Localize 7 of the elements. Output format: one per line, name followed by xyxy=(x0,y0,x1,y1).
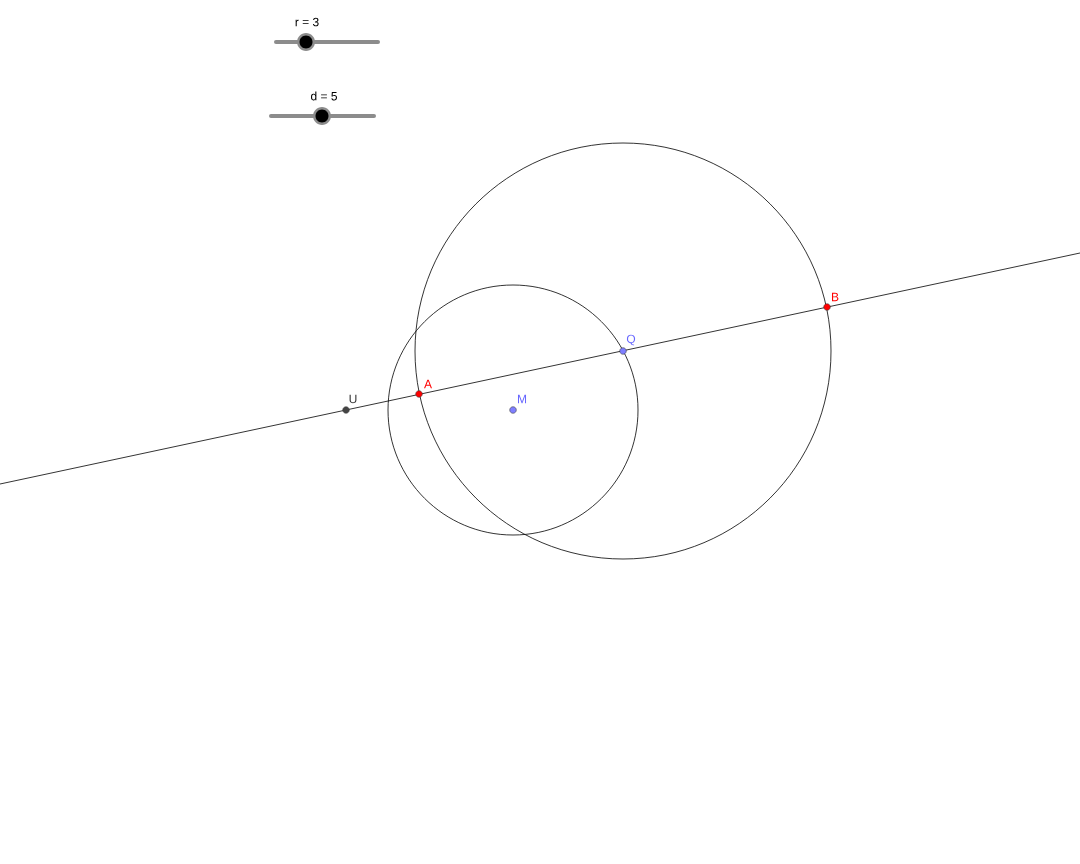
point-label: Q xyxy=(626,334,636,346)
slider-label: r = 3 xyxy=(295,17,319,27)
point-label: U xyxy=(349,394,357,404)
point-label: M xyxy=(518,394,526,404)
point-label: A xyxy=(424,379,432,389)
point-label: B xyxy=(832,292,839,302)
slider-label: d = 5 xyxy=(311,91,337,101)
